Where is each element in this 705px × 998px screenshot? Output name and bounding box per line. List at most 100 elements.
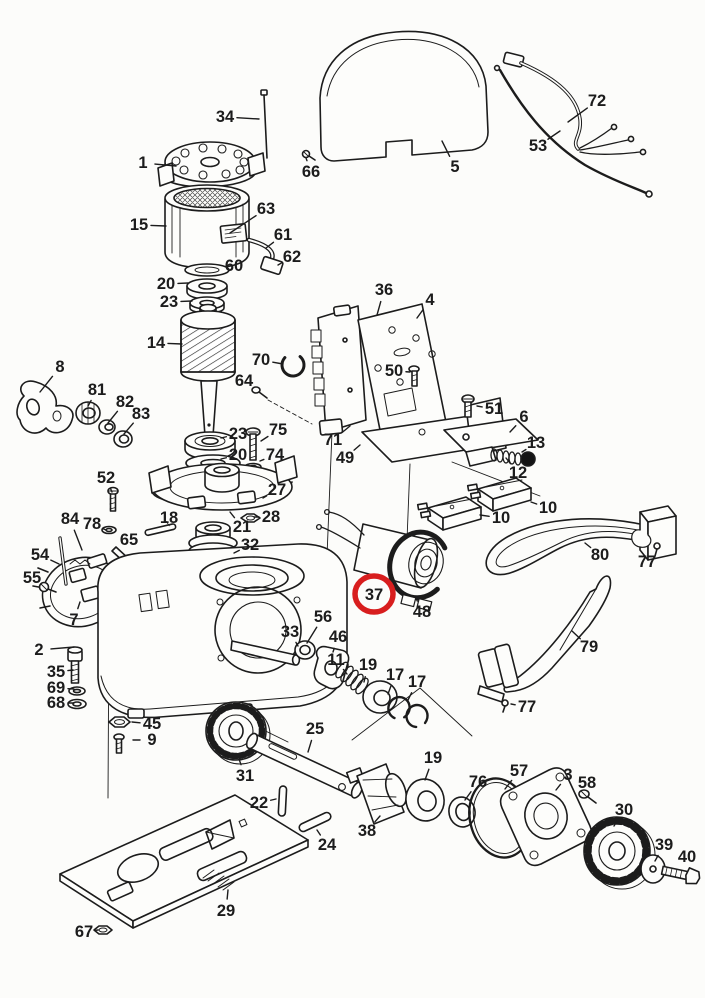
svg-text:75: 75 — [269, 421, 287, 439]
svg-text:29: 29 — [217, 902, 235, 920]
svg-text:69: 69 — [47, 679, 65, 697]
svg-text:60: 60 — [225, 257, 243, 275]
svg-text:13: 13 — [527, 434, 545, 452]
part-77-screw-a — [653, 542, 661, 557]
part-69-washer — [68, 686, 86, 696]
part-10-switch-right — [466, 477, 532, 512]
part-63-nameplate — [219, 223, 248, 244]
svg-text:32: 32 — [241, 536, 259, 554]
part-label-23: 23 — [220, 425, 247, 443]
part-81-bushing — [75, 401, 101, 425]
svg-text:25: 25 — [306, 720, 324, 738]
svg-text:62: 62 — [283, 248, 301, 266]
part-label-29: 29 — [217, 889, 235, 920]
part-83-ring — [113, 430, 133, 448]
svg-text:40: 40 — [678, 848, 696, 866]
part-label-45: 45 — [131, 715, 161, 733]
svg-text:39: 39 — [655, 836, 673, 854]
part-24-pin — [298, 811, 332, 833]
part-label-75: 75 — [260, 421, 287, 442]
part-28-nut — [240, 513, 261, 523]
part-9-screw — [113, 733, 125, 754]
part-15-motor — [164, 184, 250, 274]
svg-text:17: 17 — [408, 673, 426, 691]
part-label-39: 39 — [654, 836, 673, 862]
part-label-3: 3 — [555, 766, 573, 791]
part-label-78: 78 — [83, 515, 107, 533]
svg-text:23: 23 — [160, 293, 178, 311]
svg-text:57: 57 — [510, 762, 528, 780]
part-label-25: 25 — [306, 720, 324, 753]
part-label-2: 2 — [34, 641, 75, 659]
part-67-nut — [93, 925, 113, 935]
svg-text:37: 37 — [365, 586, 383, 604]
part-label-74: 74 — [259, 446, 285, 464]
svg-text:63: 63 — [257, 200, 275, 218]
part-label-24: 24 — [316, 829, 337, 854]
part-label-30: 30 — [613, 801, 633, 827]
part-56-bearing — [294, 640, 316, 660]
part-17-ring-b — [405, 703, 429, 729]
svg-text:1: 1 — [138, 154, 147, 172]
part-3-end-housing — [499, 767, 593, 867]
svg-text:48: 48 — [413, 603, 431, 621]
part-label-14: 14 — [147, 334, 183, 352]
part-54-rod — [58, 536, 68, 586]
part-19-bearing-mid — [362, 680, 398, 714]
part-label-51: 51 — [476, 400, 503, 418]
part-label-19: 19 — [424, 749, 442, 781]
part-66-screw — [301, 149, 316, 161]
part-label-52: 52 — [97, 469, 115, 493]
svg-text:53: 53 — [529, 137, 547, 155]
svg-text:17: 17 — [386, 666, 404, 684]
svg-text:76: 76 — [469, 773, 487, 791]
part-72-wire-harness — [502, 51, 647, 156]
part-82-bushing — [98, 419, 116, 435]
part-label-1: 1 — [138, 154, 177, 172]
svg-text:58: 58 — [578, 774, 596, 792]
svg-text:3: 3 — [563, 766, 572, 784]
part-label-20: 20 — [157, 275, 189, 293]
part-79-bracket — [477, 643, 520, 703]
part-10-switch-left — [416, 496, 482, 531]
part-70-retaining-ring — [280, 352, 306, 378]
part-label-5: 5 — [441, 140, 460, 176]
part-77-screw-b — [501, 699, 509, 713]
part-53-wire — [493, 64, 653, 198]
part-label-36: 36 — [375, 281, 393, 316]
part-label-79: 79 — [571, 630, 598, 656]
part-label-32: 32 — [233, 536, 259, 554]
part-36-circuit-board — [310, 304, 367, 436]
part-45-nut — [108, 716, 131, 728]
svg-text:7: 7 — [69, 611, 78, 629]
part-label-33: 33 — [281, 623, 299, 647]
svg-text:19: 19 — [424, 749, 442, 767]
svg-text:4: 4 — [425, 291, 435, 309]
part-34-rod — [260, 89, 268, 159]
part-75-screw — [245, 427, 261, 461]
part-label-6: 6 — [509, 408, 529, 433]
part-50-screw — [408, 365, 420, 387]
part-label-38: 38 — [358, 815, 381, 840]
svg-text:50: 50 — [385, 362, 403, 380]
part-label-61: 61 — [265, 226, 292, 249]
svg-text:64: 64 — [235, 372, 254, 390]
part-label-12: 12 — [505, 457, 527, 482]
part-label-84: 84 — [61, 510, 83, 551]
svg-text:81: 81 — [88, 381, 106, 399]
part-label-46: 46 — [329, 628, 347, 653]
part-label-63: 63 — [229, 200, 275, 234]
svg-text:9: 9 — [147, 731, 156, 749]
svg-text:74: 74 — [266, 446, 285, 464]
svg-text:6: 6 — [519, 408, 528, 426]
part-25-shaft — [245, 732, 364, 799]
part-label-81: 81 — [87, 381, 106, 407]
part-label-17: 17 — [386, 666, 404, 695]
part-label-18: 18 — [160, 509, 178, 527]
part-68-washer — [67, 698, 87, 710]
svg-text:52: 52 — [97, 469, 115, 487]
part-14-armature — [180, 303, 236, 440]
part-19-bearing-lower — [405, 778, 445, 822]
svg-text:82: 82 — [116, 393, 134, 411]
